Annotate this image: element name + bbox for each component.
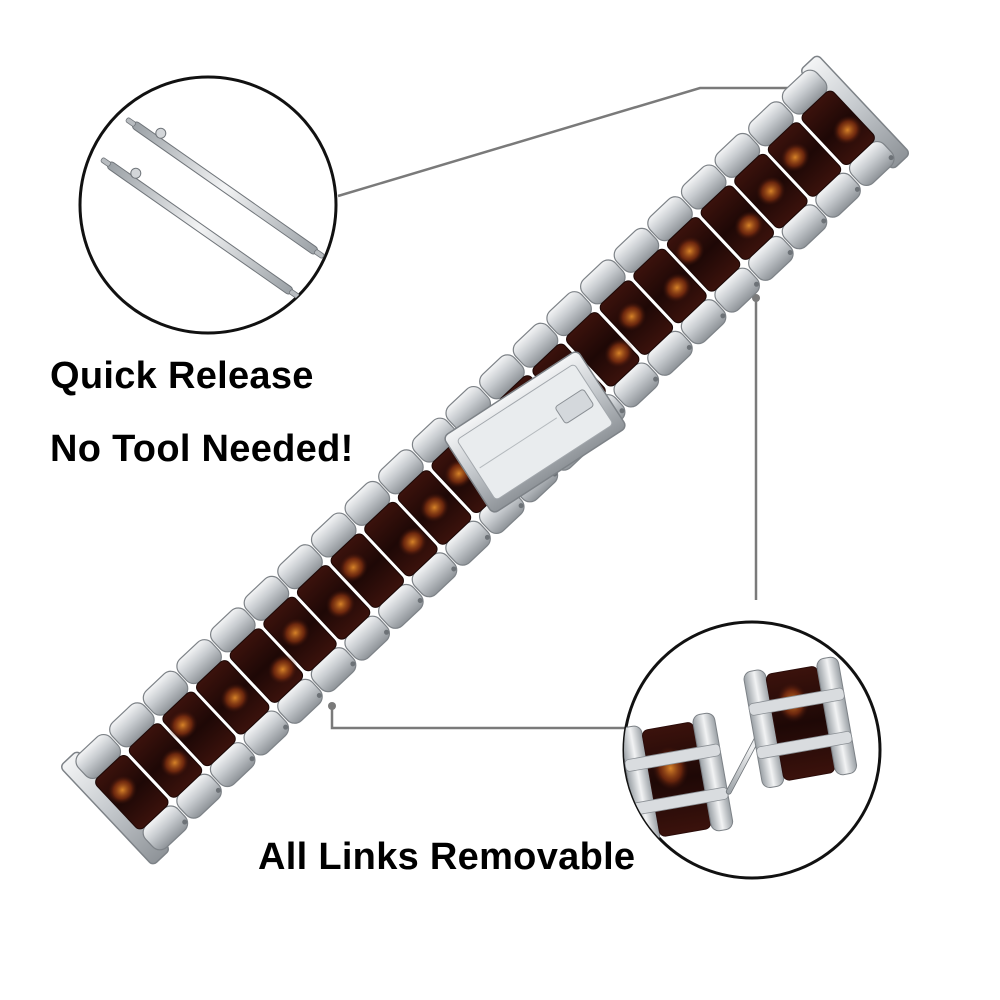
band-link [781,69,895,187]
quick-release-caption: Quick Release [50,355,314,397]
band-link [714,132,828,250]
band-link [579,259,693,376]
band-link [344,480,458,598]
band-link [680,164,794,281]
band-link [109,702,222,819]
spring-bar-callout [78,75,338,335]
band-link [75,733,189,851]
band-link [310,512,424,629]
band-link [613,227,727,345]
no-tool-needed-caption: No Tool Needed! [50,428,354,470]
band-link [142,670,256,788]
band-link [378,449,491,566]
removed-links-icon [624,656,858,845]
band-link [748,101,861,218]
band-link [546,291,660,408]
links-removable-callout [622,620,882,880]
band-link [209,607,323,724]
band-link [243,575,357,693]
butterfly-clasp-icon [444,351,626,513]
band-link [176,639,290,756]
band-link [277,544,391,661]
spring-bar-pins-icon [100,117,325,299]
callout-lines [328,84,804,730]
band-link [647,196,761,313]
links-removable-caption: All Links Removable [258,836,636,878]
